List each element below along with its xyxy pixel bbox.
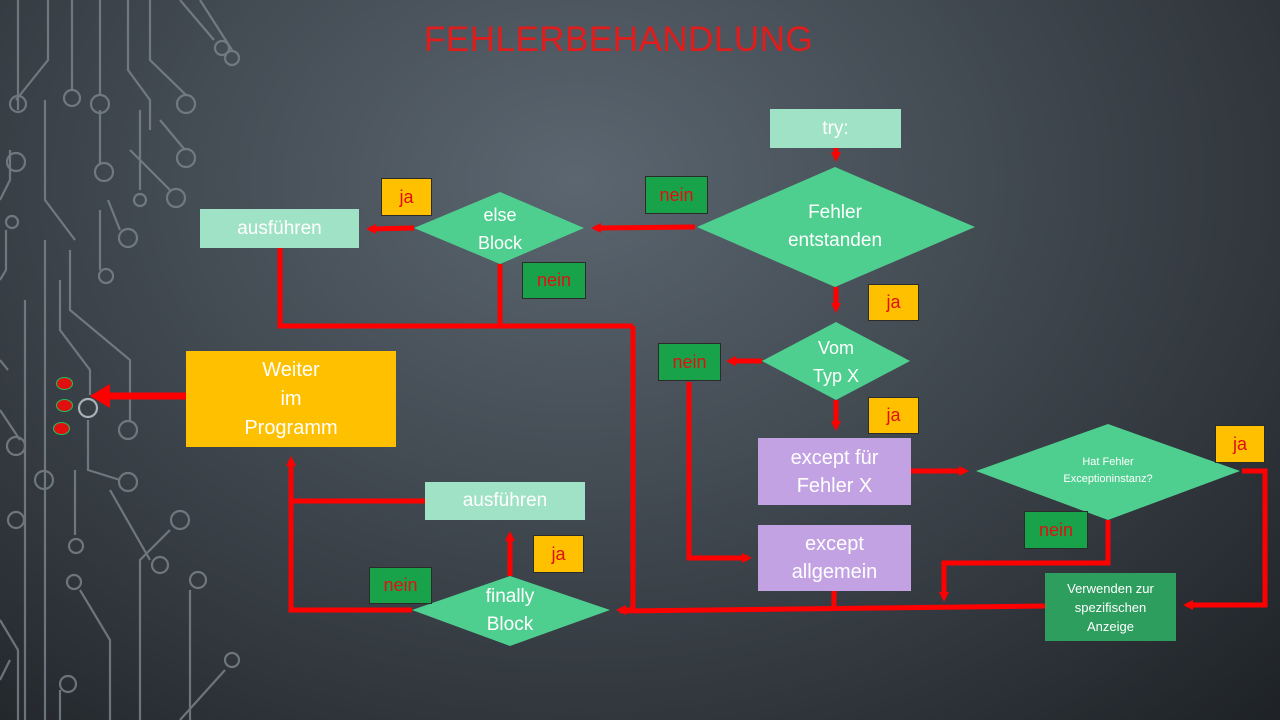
tag-ja-instanz: ja	[1215, 425, 1265, 463]
arrow-instanz-nein	[939, 520, 1111, 602]
diamond-vom-typ-x	[762, 322, 910, 400]
tag-nein-typ: nein	[658, 343, 721, 381]
tag-nein-finally: nein	[369, 567, 432, 604]
arrow-else-to-ausfuehren	[366, 223, 415, 234]
arrow-instanz-ja-to-verwenden	[1183, 468, 1268, 610]
tag-nein-fehler: nein	[645, 176, 708, 214]
red-dot-3	[53, 422, 70, 435]
diamond-fehler-entstanden	[697, 167, 975, 287]
ausfuehren-bottom-box: ausführen	[425, 482, 585, 520]
tag-nein-else: nein	[522, 262, 586, 299]
arrow-fehler-to-else	[591, 222, 696, 233]
ausfuehren-top-box: ausführen	[200, 209, 359, 248]
arrow-merge-to-finally	[616, 326, 636, 615]
arrow-finally-to-weiter	[286, 456, 412, 613]
tag-nein-instanz: nein	[1024, 511, 1088, 549]
try-box: try:	[770, 109, 901, 148]
tag-ja-fehler: ja	[868, 284, 919, 321]
page-title: FEHLERBEHANDLUNG	[424, 20, 814, 59]
diamond-hat-fehler-instanz	[976, 424, 1240, 520]
red-dot-2	[56, 399, 73, 412]
except-fuer-x-box: except für Fehler X	[758, 438, 911, 505]
tag-ja-finally: ja	[533, 535, 584, 573]
red-dot-1	[56, 377, 73, 390]
tag-ja-else: ja	[381, 178, 432, 216]
verwenden-box: Verwenden zur spezifischen Anzeige	[1045, 573, 1176, 641]
diamond-else-block	[414, 192, 584, 264]
weiter-im-programm-box: Weiter im Programm	[186, 351, 396, 447]
except-allgemein-box: except allgemein	[758, 525, 911, 591]
tag-ja-typ: ja	[868, 397, 919, 434]
line-ausfuehren-to-merge	[277, 248, 633, 329]
arrow-nein-to-allgemein	[686, 382, 752, 563]
diamond-finally-block	[412, 576, 610, 646]
